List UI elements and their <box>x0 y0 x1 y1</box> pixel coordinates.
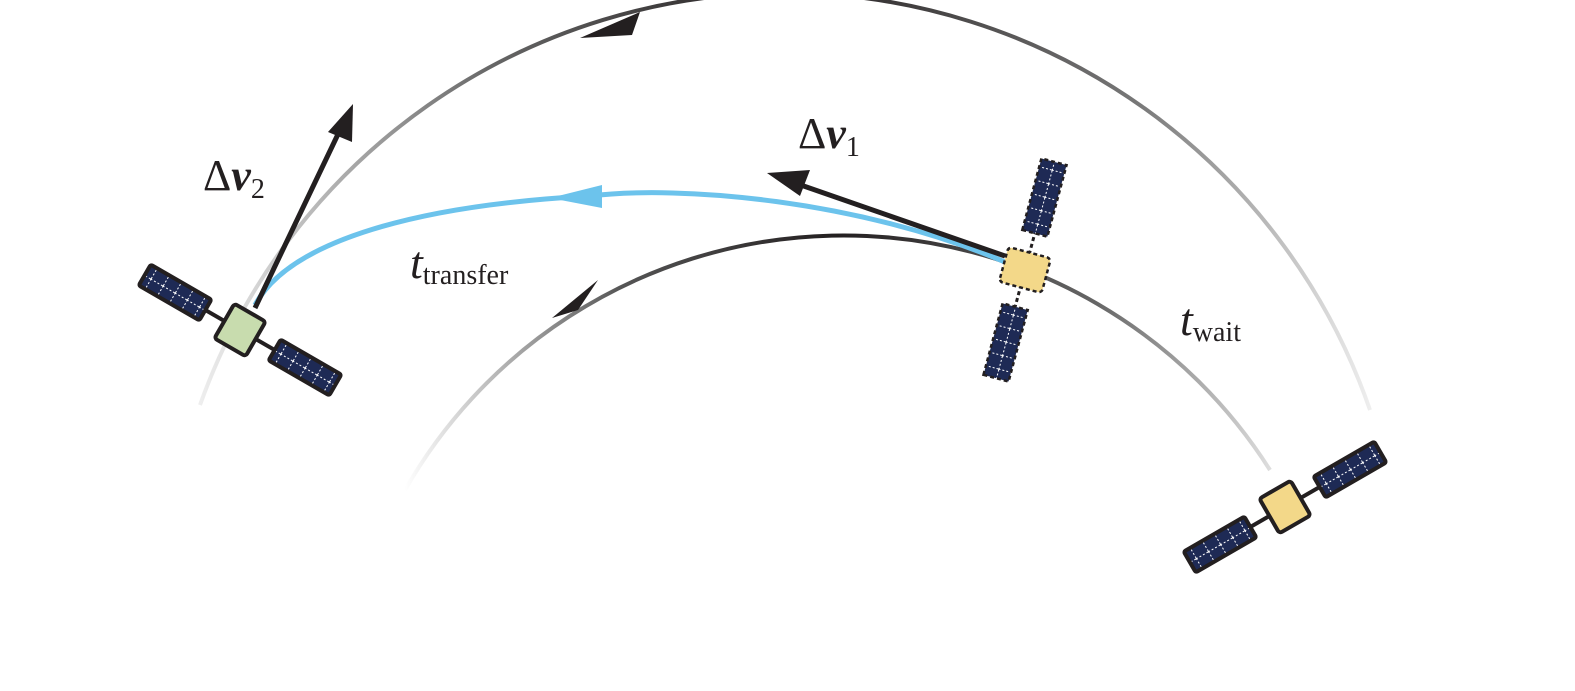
dv1-label: Δv1 <box>798 109 860 163</box>
inner-orbit <box>403 233 1272 491</box>
t-wait-label: twait <box>1180 294 1241 348</box>
dv1-arrowhead-icon <box>767 170 810 196</box>
chaser-satellite <box>1181 439 1389 575</box>
t-transfer-label: ttransfer <box>410 237 509 291</box>
dv1-vector <box>767 170 1006 259</box>
dv2-arrowhead-icon <box>328 104 353 142</box>
target-satellite <box>136 262 344 398</box>
dv2-label: Δv2 <box>203 151 265 205</box>
outer-orbit-arrow-icon <box>580 12 640 38</box>
transfer-orbit <box>252 190 1006 307</box>
outer-orbit <box>198 0 1372 411</box>
chaser-satellite-ghost <box>981 156 1069 384</box>
dv2-vector <box>252 104 353 310</box>
inner-orbit-arrow-icon <box>552 280 598 318</box>
transfer-arrow-icon <box>550 185 602 208</box>
